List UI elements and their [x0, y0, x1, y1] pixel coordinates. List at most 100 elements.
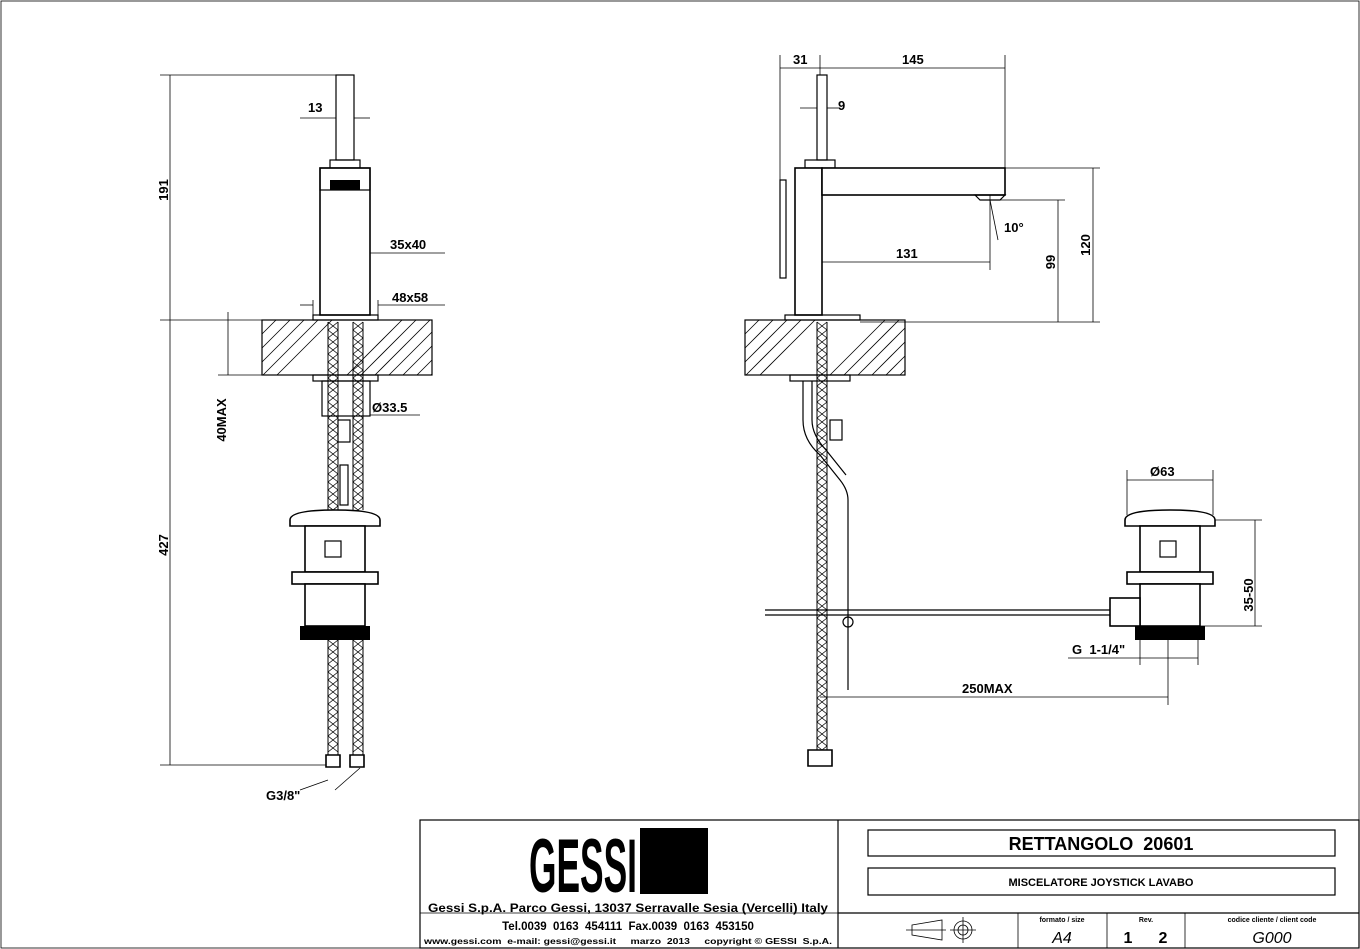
drawing-line — [352, 735, 364, 745]
drawing-line — [352, 489, 364, 499]
drawing-line — [816, 577, 828, 587]
base-plate — [312, 314, 379, 321]
dim-31: 31 — [793, 52, 807, 67]
drawing-line — [816, 409, 828, 419]
dim-427: 427 — [156, 534, 171, 556]
drain-rod — [802, 381, 849, 690]
drawing-line — [816, 337, 828, 347]
drawing-line — [816, 513, 828, 523]
drawing-line — [352, 401, 364, 411]
drawing-line — [327, 425, 339, 435]
drawing-line — [816, 649, 828, 659]
drawing-line — [327, 727, 339, 737]
drawing-line — [327, 647, 339, 657]
drawing-line — [402, 345, 433, 376]
drawing-line — [327, 671, 339, 681]
drawing-line — [885, 355, 906, 376]
drawing-line — [352, 409, 364, 419]
drawing-line — [360, 319, 417, 376]
rev-label: Rev. — [1139, 917, 1153, 924]
drawing-line — [816, 689, 828, 699]
fixing-nut — [312, 374, 379, 382]
drawing-line — [327, 369, 339, 379]
drawing-line — [816, 481, 828, 491]
drawing-line — [327, 353, 339, 363]
drawing-line — [327, 703, 339, 713]
rev-value-2: 2 — [1159, 930, 1168, 947]
drawing-line — [816, 641, 828, 651]
drawing-line — [352, 345, 364, 355]
drawing-line — [327, 695, 339, 705]
drawing-line — [816, 681, 828, 691]
drawing-line — [327, 417, 339, 427]
deck-section-left — [261, 319, 433, 376]
drawing-line — [816, 713, 828, 723]
drawing-line — [327, 377, 339, 387]
flexible-hose — [816, 321, 828, 755]
drawing-line — [261, 319, 277, 335]
drawing-line — [816, 721, 828, 731]
drawing-line — [327, 409, 339, 419]
drawing-line — [327, 743, 339, 753]
drawing-line — [327, 473, 339, 483]
drawing-line — [327, 735, 339, 745]
client-code-label: codice cliente / client code — [1228, 917, 1317, 924]
format-label: formato / size — [1039, 917, 1084, 924]
drawing-line — [816, 537, 828, 547]
dim-9: 9 — [838, 98, 845, 113]
deck-section-right — [744, 319, 906, 376]
drawing-line — [327, 687, 339, 697]
drawing-line — [816, 553, 828, 563]
drawing-line — [816, 393, 828, 403]
drawing-line — [816, 497, 828, 507]
drawing-line — [262, 319, 319, 376]
drawing-line — [352, 473, 364, 483]
drawing-line — [352, 687, 364, 697]
drawing-line — [327, 481, 339, 491]
drawing-line — [430, 373, 433, 376]
drawing-line — [352, 417, 364, 427]
drawing-line — [327, 401, 339, 411]
drawing-line — [829, 319, 886, 376]
drawing-line — [816, 521, 828, 531]
mixer-body — [794, 167, 823, 316]
drawing-line — [352, 743, 364, 753]
joystick-lever — [779, 179, 787, 279]
dim-131: 131 — [896, 246, 918, 261]
drawing-line — [744, 319, 774, 349]
drawing-line — [327, 465, 339, 475]
dim-hole-diameter: Ø33.5 — [372, 400, 407, 415]
drawing-line — [352, 369, 364, 379]
drawing-line — [816, 617, 828, 627]
drawing-line — [327, 711, 339, 721]
drawing-line — [816, 625, 828, 635]
drawing-line — [352, 377, 364, 387]
drawing-line — [816, 529, 828, 539]
drawing-line — [816, 545, 828, 555]
drawing-line — [816, 665, 828, 675]
drawing-line — [816, 601, 828, 611]
drawing-line — [816, 377, 828, 387]
drawing-line — [816, 417, 828, 427]
drawing-line — [816, 585, 828, 595]
drawing-line — [352, 481, 364, 491]
drawing-line — [327, 441, 339, 451]
dim-40max: 40MAX — [214, 398, 229, 442]
drawing-line — [327, 489, 339, 499]
drawing-line — [276, 319, 333, 376]
drawing-line — [327, 449, 339, 459]
drawing-line — [352, 695, 364, 705]
aerator — [330, 180, 360, 190]
drawing-line — [352, 433, 364, 443]
drawing-line — [327, 639, 339, 649]
drawing-line — [352, 703, 364, 713]
drawing-line — [374, 319, 431, 376]
company-web: www.gessi.com e-mail: gessi@gessi.it mar… — [423, 936, 832, 946]
rev-value-1: 1 — [1124, 930, 1133, 947]
drawing-line — [759, 319, 816, 376]
drawing-line — [816, 729, 828, 739]
drawing-line — [899, 369, 906, 376]
flexible-hoses — [327, 321, 364, 755]
dim-13: 13 — [308, 100, 322, 115]
